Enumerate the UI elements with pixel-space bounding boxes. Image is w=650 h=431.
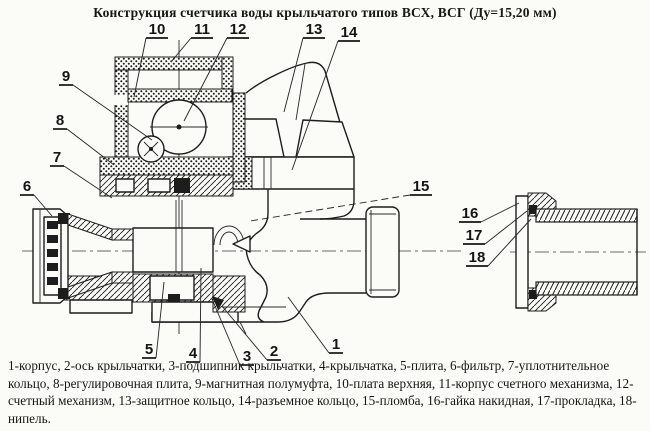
callout-9: 9 bbox=[59, 68, 153, 141]
callout-number-16: 16 bbox=[462, 205, 479, 222]
counter-housing bbox=[99, 56, 246, 197]
callout-17: 17 bbox=[463, 210, 528, 245]
leader-line-5 bbox=[155, 281, 165, 359]
inlet-filter-assembly bbox=[32, 208, 134, 304]
impeller-bearing bbox=[168, 294, 180, 302]
callout-7: 7 bbox=[50, 149, 113, 199]
callout-6: 6 bbox=[20, 178, 53, 217]
gasket-top bbox=[529, 205, 537, 214]
callout-3: 3 bbox=[211, 298, 254, 366]
callout-number-6: 6 bbox=[23, 178, 31, 195]
leader-line-15 bbox=[249, 194, 411, 222]
impeller bbox=[132, 227, 214, 273]
callout-18: 18 bbox=[466, 218, 532, 267]
leader-line-4 bbox=[199, 267, 202, 363]
callout-2: 2 bbox=[221, 305, 281, 361]
leader-line-16 bbox=[480, 202, 520, 223]
callout-15: 15 bbox=[249, 178, 432, 222]
parts-legend: 1-корпус, 2-ось крыльчатки, 3-подшипник … bbox=[8, 358, 637, 426]
nipple-wall-top bbox=[535, 208, 638, 223]
diagram-title: Конструкция счетчика воды крыльчатого ти… bbox=[93, 5, 557, 20]
callout-1: 1 bbox=[287, 296, 343, 354]
leader-line-7 bbox=[63, 165, 113, 199]
callout-number-11: 11 bbox=[194, 21, 210, 38]
union-nut-flange bbox=[515, 195, 529, 309]
callout-number-15: 15 bbox=[413, 178, 430, 195]
callout-number-17: 17 bbox=[466, 227, 483, 244]
leader-line-14 bbox=[291, 40, 339, 171]
leader-line-2 bbox=[221, 305, 268, 361]
callout-layer: 10 11 12 13 14 9 8 7 6 5 4 3 2 1 15 16 17 18 bbox=[20, 21, 532, 366]
callout-13: 13 bbox=[283, 21, 325, 113]
leader-line-11 bbox=[170, 37, 192, 63]
gasket-bottom bbox=[529, 290, 537, 299]
callout-number-12: 12 bbox=[230, 21, 247, 38]
callout-number-2: 2 bbox=[270, 343, 278, 360]
magnetic-coupling-circle bbox=[137, 135, 165, 163]
callout-5: 5 bbox=[142, 281, 165, 359]
callout-number-9: 9 bbox=[62, 68, 70, 85]
callout-8: 8 bbox=[53, 112, 115, 166]
leader-line-8 bbox=[66, 128, 115, 166]
callout-number-4: 4 bbox=[189, 345, 198, 362]
callout-number-3: 3 bbox=[243, 348, 251, 365]
callout-number-7: 7 bbox=[53, 149, 61, 166]
impeller-chamber bbox=[61, 200, 286, 323]
outlet-flange bbox=[365, 206, 400, 298]
callout-number-14: 14 bbox=[341, 24, 358, 41]
housing-notch bbox=[113, 95, 128, 105]
nipple-wall-bottom bbox=[535, 281, 638, 296]
leader-line-9 bbox=[72, 84, 153, 141]
leader-line-6 bbox=[33, 194, 53, 217]
callout-number-1: 1 bbox=[332, 336, 340, 353]
callout-11: 11 bbox=[170, 21, 213, 63]
counting-mechanism-circle bbox=[150, 99, 208, 155]
leader-line-3 bbox=[211, 298, 241, 366]
leader-line-18 bbox=[487, 218, 532, 267]
callout-number-8: 8 bbox=[56, 112, 64, 129]
callout-16: 16 bbox=[459, 202, 520, 223]
leader-line-1 bbox=[287, 296, 330, 354]
adjusting-plate bbox=[99, 156, 234, 176]
callout-number-5: 5 bbox=[145, 341, 153, 358]
leader-line-12 bbox=[183, 37, 228, 122]
callout-12: 12 bbox=[183, 21, 249, 122]
callout-4: 4 bbox=[186, 267, 202, 363]
callout-number-13: 13 bbox=[306, 21, 323, 38]
body-cap-right bbox=[295, 119, 355, 158]
nipple-assembly bbox=[515, 192, 638, 312]
callout-number-10: 10 bbox=[149, 21, 166, 38]
pointer-arrowhead bbox=[212, 296, 224, 310]
leader-line-17 bbox=[484, 210, 528, 245]
seal-area bbox=[213, 225, 251, 253]
callout-number-18: 18 bbox=[469, 249, 486, 266]
leader-line-10 bbox=[133, 37, 147, 98]
callout-10: 10 bbox=[133, 21, 168, 98]
seal-pennant bbox=[232, 235, 251, 253]
callout-14: 14 bbox=[291, 24, 360, 171]
leader-line-13 bbox=[283, 37, 304, 113]
